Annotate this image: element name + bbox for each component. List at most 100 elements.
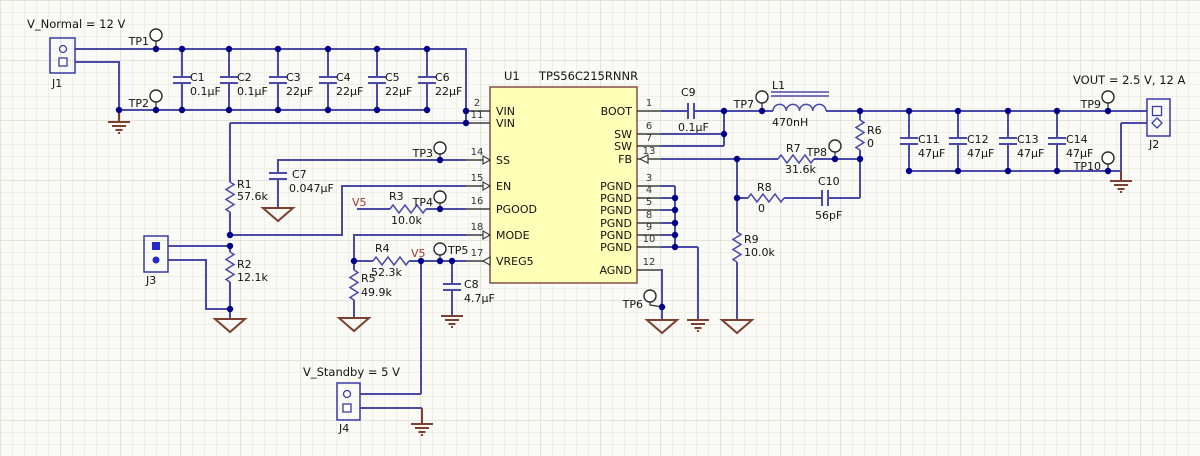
capacitor-c7[interactable]: C7 0.047µF	[269, 168, 334, 195]
testpoint-label: TP8	[806, 146, 827, 159]
res-refdes: R3	[389, 190, 404, 203]
pin-number: 18	[471, 222, 484, 233]
pin-number: 12	[643, 257, 656, 268]
pin-name: VIN	[496, 105, 515, 118]
res-value: 10.0k	[391, 214, 422, 227]
cap-value: 0.1µF	[190, 85, 221, 98]
testpoint-tp8[interactable]: TP8	[806, 139, 842, 159]
connector-j4[interactable]: J4	[336, 382, 361, 435]
testpoint-pad[interactable]	[149, 89, 163, 103]
pin-number: 4	[646, 185, 652, 196]
testpoint-label: TP1	[128, 35, 149, 48]
capacitor-c1[interactable]: C1 0.1µF	[173, 71, 221, 98]
testpoint-tp10[interactable]: TP10	[1073, 151, 1115, 173]
capacitor-c2[interactable]: C2 0.1µF	[220, 71, 268, 98]
testpoint-label: TP5	[447, 244, 468, 257]
ic-body[interactable]	[489, 86, 638, 284]
ground-triangle-c7	[260, 207, 296, 223]
resistor-r4[interactable]: R4 52.3k	[371, 242, 410, 279]
cap-value: 0.047µF	[289, 182, 334, 195]
cap-refdes: C1	[190, 71, 205, 84]
capacitor-c12[interactable]: C12 47µF	[949, 133, 994, 160]
cap-refdes: C2	[237, 71, 252, 84]
testpoint-tp7[interactable]: TP7	[733, 90, 769, 111]
capacitor-c14[interactable]: C14 47µF	[1048, 133, 1093, 160]
pin-number: 14	[471, 147, 484, 158]
capacitor-c11[interactable]: C11 47µF	[900, 133, 945, 160]
cap-refdes: C9	[681, 86, 696, 99]
resistor-r2[interactable]: R2 12.1k	[224, 251, 268, 284]
testpoint-pad[interactable]	[433, 141, 447, 155]
ic-pin-numbers: 2 11 14 15 16 18 17 1 6 7 13 3 4 5 8 9 1…	[471, 98, 656, 268]
cap-refdes: C14	[1066, 133, 1088, 146]
testpoint-label: TP3	[412, 147, 433, 160]
connector-body[interactable]	[1146, 98, 1171, 137]
testpoint-pad[interactable]	[433, 190, 447, 204]
resistor-r3[interactable]: R3 10.0k	[389, 190, 427, 227]
capacitor-c6[interactable]: C6 22µF	[418, 71, 462, 98]
connector-refdes: J3	[145, 274, 156, 287]
connector-body[interactable]	[143, 235, 169, 273]
pin-number: 1	[646, 98, 652, 109]
resistor-r7[interactable]: R7 31.6k	[777, 142, 816, 176]
pin-name: PGND	[600, 217, 632, 230]
testpoint-pad[interactable]	[1101, 90, 1115, 104]
inductor-l1[interactable]: L1 470nH	[771, 79, 829, 129]
pin-number: 7	[646, 133, 652, 144]
capacitor-c5[interactable]: C5 22µF	[368, 71, 412, 98]
capacitor-c10[interactable]: C10 56pF	[815, 175, 842, 222]
connector-body[interactable]	[336, 382, 361, 421]
net-label-v5-pgood[interactable]: V5	[352, 196, 367, 209]
pin-number: 15	[471, 173, 484, 184]
capacitor-c8[interactable]: C8 4.7µF	[443, 278, 495, 305]
capacitor-c13[interactable]: C13 47µF	[999, 133, 1044, 160]
connector-j2[interactable]: J2	[1146, 98, 1171, 151]
ground-bar-pgnd	[687, 319, 709, 332]
net-label-v5-vreg5[interactable]: V5	[411, 247, 426, 260]
connector-body[interactable]	[49, 37, 76, 74]
res-refdes: R1	[237, 178, 252, 191]
resistor-r9[interactable]: R9 10.0k	[731, 231, 775, 263]
testpoint-pad[interactable]	[828, 139, 842, 153]
connector-refdes: J1	[51, 77, 62, 90]
cap-value: 22µF	[286, 85, 313, 98]
connector-j3[interactable]: J3	[143, 235, 169, 287]
ic-part-number: TPS56C215RNNR	[538, 69, 638, 83]
pin-arrow-ss	[482, 154, 492, 166]
res-value: 0	[867, 137, 874, 150]
resistor-r5[interactable]: R5 49.9k	[348, 269, 392, 301]
cap-value: 56pF	[815, 209, 842, 222]
cap-refdes: C3	[286, 71, 301, 84]
testpoint-tp3[interactable]: TP3	[412, 141, 447, 160]
resistor-r8[interactable]: R8 0	[747, 181, 785, 215]
capacitor-c3[interactable]: C3 22µF	[269, 71, 313, 98]
capacitor-c9[interactable]: C9 0.1µF	[678, 86, 709, 134]
ic-u1[interactable]: U1 TPS56C215RNNR 2 11 14 15 16 18 17 1 6…	[466, 69, 661, 284]
connector-pin-circle	[58, 44, 68, 54]
capacitor-c4[interactable]: C4 22µF	[319, 71, 363, 98]
testpoint-tp9[interactable]: TP9	[1080, 90, 1115, 111]
testpoint-tp4[interactable]: TP4	[412, 190, 447, 209]
connector-pin-square	[342, 403, 352, 413]
connector-refdes: J4	[338, 422, 349, 435]
testpoint-tp6[interactable]: TP6	[622, 289, 663, 311]
junction-dots	[115, 45, 1112, 313]
testpoint-tp1[interactable]: TP1	[128, 28, 163, 49]
testpoint-pad[interactable]	[149, 28, 163, 42]
label-v-standby: V_Standby = 5 V	[303, 365, 400, 379]
testpoint-pad[interactable]	[755, 90, 769, 104]
testpoint-label: TP10	[1073, 160, 1101, 173]
cap-refdes: C5	[385, 71, 400, 84]
testpoint-pad[interactable]	[643, 289, 657, 303]
cap-refdes: C6	[435, 71, 450, 84]
pin-name: PGND	[600, 180, 632, 193]
pin-name: SW	[614, 128, 632, 141]
resistor-r6[interactable]: R6 0	[854, 119, 882, 151]
testpoint-pad[interactable]	[1101, 151, 1115, 165]
pin-name: BOOT	[601, 105, 633, 118]
testpoint-tp2[interactable]: TP2	[128, 89, 163, 110]
connector-j1[interactable]: J1	[49, 37, 76, 90]
resistor-r1[interactable]: R1 57.6k	[224, 178, 268, 213]
testpoint-pad[interactable]	[433, 242, 447, 256]
